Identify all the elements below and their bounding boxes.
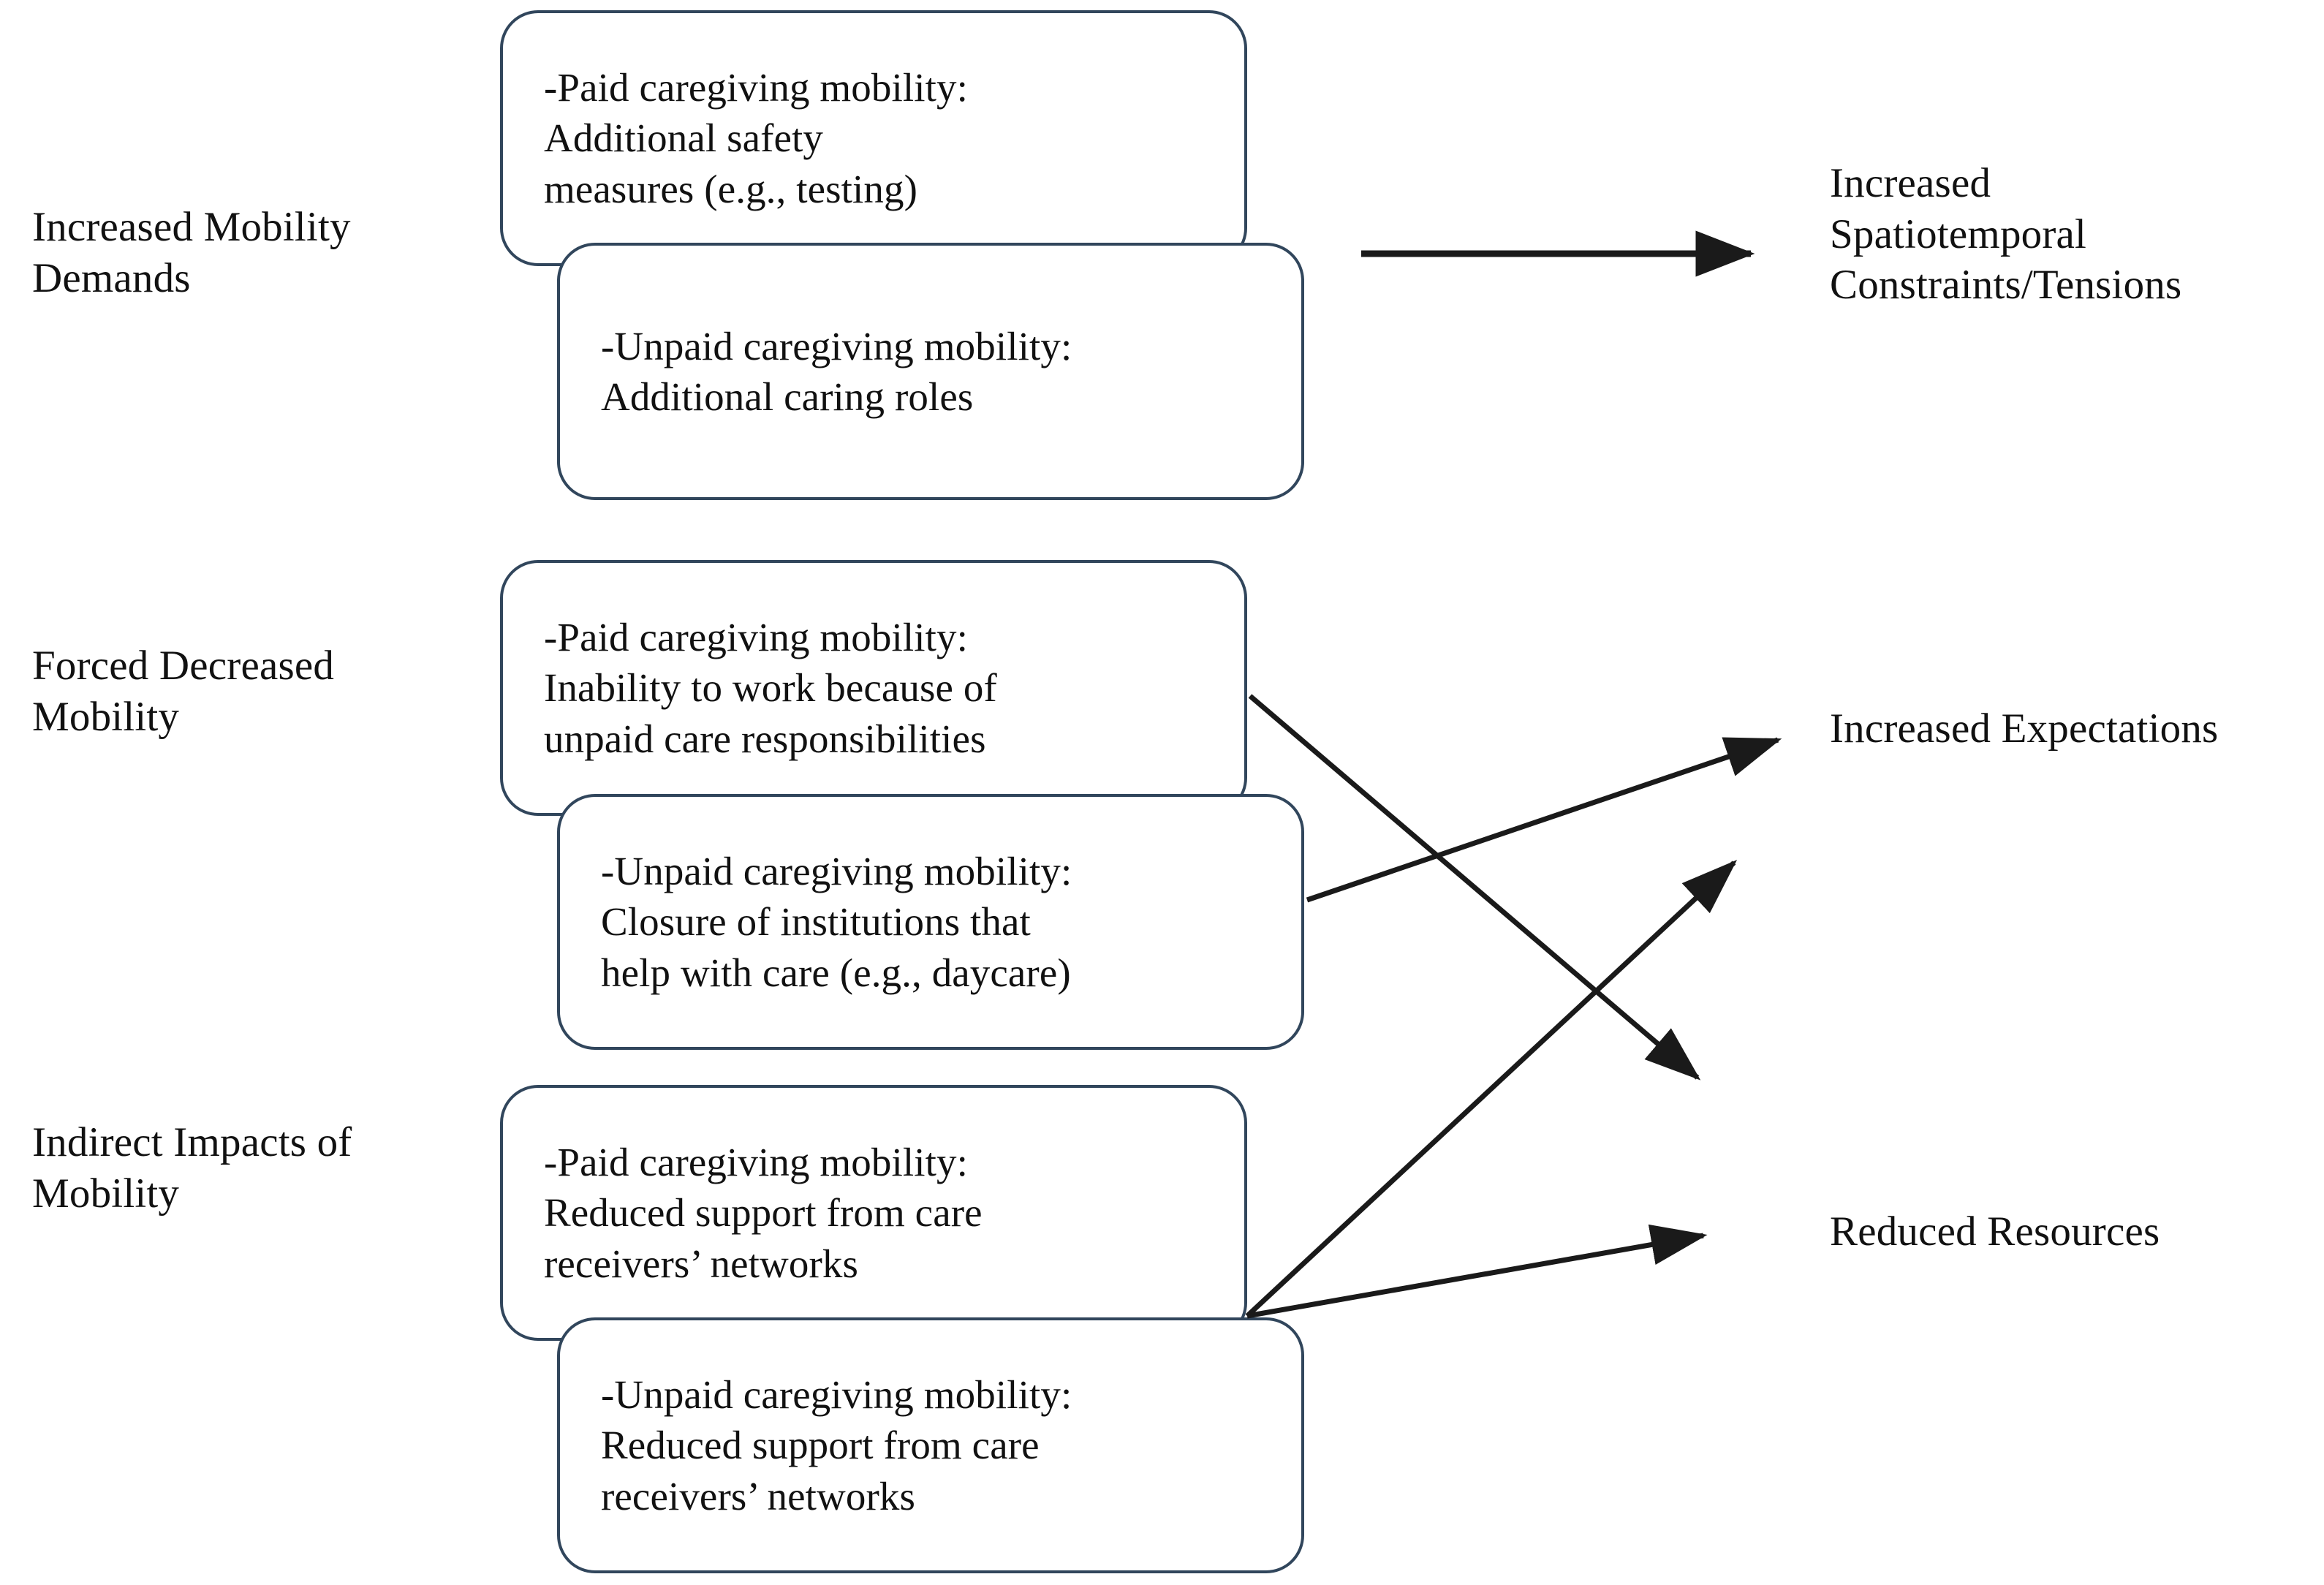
node-text-indirect-paid: -Paid caregiving mobility: Reduced suppo… (544, 1140, 983, 1286)
arrow-indirect-to-resources (1246, 1224, 1708, 1319)
node-box-demands-paid[interactable]: -Paid caregiving mobility: Additional sa… (500, 10, 1247, 266)
outcome-label-increased-expectations: Increased Expectations (1830, 706, 2219, 752)
category-label-increased-mobility-demands: Increased Mobility Demands (32, 204, 351, 301)
node-box-decreased-paid[interactable]: -Paid caregiving mobility: Inability to … (500, 560, 1247, 816)
node-box-demands-unpaid[interactable]: -Unpaid caregiving mobility: Additional … (557, 243, 1304, 500)
node-text-indirect-unpaid: -Unpaid caregiving mobility: Reduced sup… (601, 1372, 1072, 1518)
outcome-label-reduced-resources: Reduced Resources (1830, 1208, 2160, 1255)
node-text-demands-unpaid: -Unpaid caregiving mobility: Additional … (601, 323, 1072, 419)
node-text-decreased-paid: -Paid caregiving mobility: Inability to … (544, 615, 997, 761)
node-box-indirect-unpaid[interactable]: -Unpaid caregiving mobility: Reduced sup… (557, 1317, 1304, 1573)
node-text-demands-paid: -Paid caregiving mobility: Additional sa… (544, 65, 968, 211)
arrow-decreased-unpaid-to-expectations (1306, 737, 1782, 903)
node-text-decreased-unpaid: -Unpaid caregiving mobility: Closure of … (601, 849, 1072, 995)
category-label-forced-decreased-mobility: Forced Decreased Mobility (32, 643, 335, 740)
node-box-decreased-unpaid[interactable]: -Unpaid caregiving mobility: Closure of … (557, 794, 1304, 1050)
arrow-indirect-to-middle (1245, 860, 1738, 1318)
category-label-indirect-impacts-of-mobility: Indirect Impacts of Mobility (32, 1119, 352, 1217)
outcome-label-increased-spatiotemporal-constraints: Increased Spatiotemporal Constraints/Ten… (1830, 160, 2182, 309)
node-box-indirect-paid[interactable]: -Paid caregiving mobility: Reduced suppo… (500, 1085, 1247, 1341)
arrow-decreased-paid-to-middle (1248, 694, 1701, 1081)
